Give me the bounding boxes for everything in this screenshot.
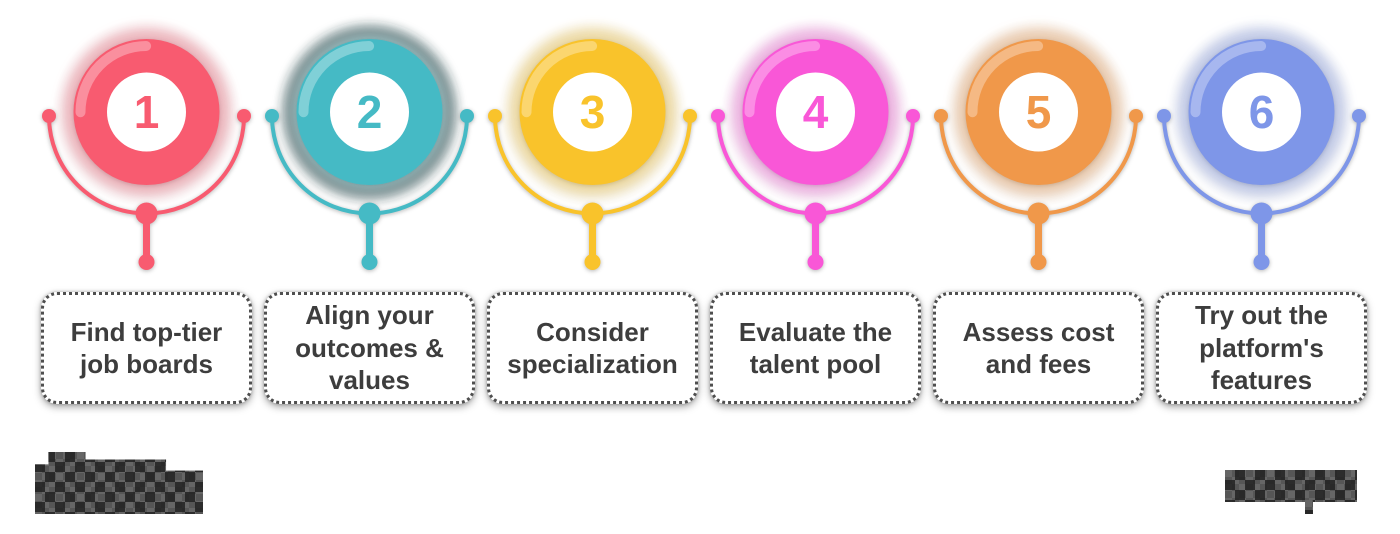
number-disc (330, 72, 409, 152)
number-disc (107, 72, 186, 152)
circle-highlight (521, 41, 664, 183)
step: 3 Consider specialization (481, 0, 704, 404)
number-disc (776, 72, 855, 152)
step: 5 Assess cost and fees (927, 0, 1150, 404)
step-graphic: 4 (711, 28, 920, 270)
circle-highlight (744, 41, 887, 183)
step-graphic: 2 (265, 27, 474, 270)
step-label: Find top-tier job boards (70, 316, 223, 380)
step-label-box: Assess cost and fees (933, 292, 1144, 404)
step-number: 6 (1249, 86, 1275, 138)
step: 1 Find top-tier job boards (35, 0, 258, 404)
stem-junction-dot (358, 202, 381, 225)
step-label-box: Find top-tier job boards (41, 292, 252, 404)
step: 6 Try out the platform's features (1150, 0, 1373, 404)
step-graphic: 6 (1157, 28, 1366, 270)
step-number: 3 (580, 86, 606, 138)
number-disc (553, 72, 632, 152)
step-label: Assess cost and fees (962, 316, 1115, 380)
stem-end-dot (584, 254, 601, 270)
stem-junction-dot (581, 202, 604, 225)
step-label-box: Align your outcomes & values (264, 292, 475, 404)
step-label: Consider specialization (507, 316, 678, 380)
arc-end-dot-right (906, 109, 920, 123)
stem-junction-dot (1250, 202, 1273, 225)
steps-row: 1 Find top-tier job boards 2 Align your … (35, 0, 1373, 404)
stem-junction-dot (1027, 202, 1050, 225)
step-graphic: 5 (934, 28, 1143, 270)
stem-junction-dot (135, 202, 158, 225)
blurred-brand-logo-right-tail (1305, 500, 1313, 514)
circle-highlight (1190, 41, 1333, 183)
step: 2 Align your outcomes & values (258, 0, 481, 404)
number-disc (1222, 72, 1301, 152)
step-number: 1 (134, 86, 160, 138)
circle-highlight (967, 41, 1110, 183)
step-graphic: 1 (42, 28, 251, 270)
arc-end-dot-left (711, 109, 725, 123)
arc-end-dot-left (42, 109, 56, 123)
step: 4 Evaluate the talent pool (704, 0, 927, 404)
circle-highlight (298, 41, 441, 183)
arc-end-dot-right (1352, 109, 1366, 123)
step-label-box: Try out the platform's features (1156, 292, 1367, 404)
selected-halo (285, 27, 454, 197)
step-label: Evaluate the talent pool (738, 316, 893, 380)
arc-end-dot-right (460, 109, 474, 123)
arc-end-dot-right (683, 109, 697, 123)
arc-end-dot-left (934, 109, 948, 123)
step-label-box: Consider specialization (487, 292, 698, 404)
step-number: 4 (803, 86, 829, 138)
stem-end-dot (361, 254, 378, 270)
step-graphic: 3 (488, 28, 697, 270)
step-label-box: Evaluate the talent pool (710, 292, 921, 404)
stem-end-dot (1253, 254, 1270, 270)
step-label: Align your outcomes & values (295, 300, 444, 396)
arc-end-dot-left (1157, 109, 1171, 123)
arc-end-dot-left (265, 109, 279, 123)
arc-end-dot-right (1129, 109, 1143, 123)
number-disc (999, 72, 1078, 152)
blurred-brand-logo-right (1225, 470, 1357, 502)
step-number: 5 (1026, 86, 1052, 138)
step-label: Try out the platform's features (1195, 300, 1328, 396)
stem-junction-dot (804, 202, 827, 225)
arc-end-dot-left (488, 109, 502, 123)
stem-end-dot (807, 254, 824, 270)
blurred-brand-logo-left (35, 452, 203, 514)
stem-end-dot (138, 254, 155, 270)
arc-end-dot-right (237, 109, 251, 123)
step-number: 2 (357, 86, 383, 138)
stem-end-dot (1030, 254, 1047, 270)
circle-highlight (75, 41, 218, 183)
